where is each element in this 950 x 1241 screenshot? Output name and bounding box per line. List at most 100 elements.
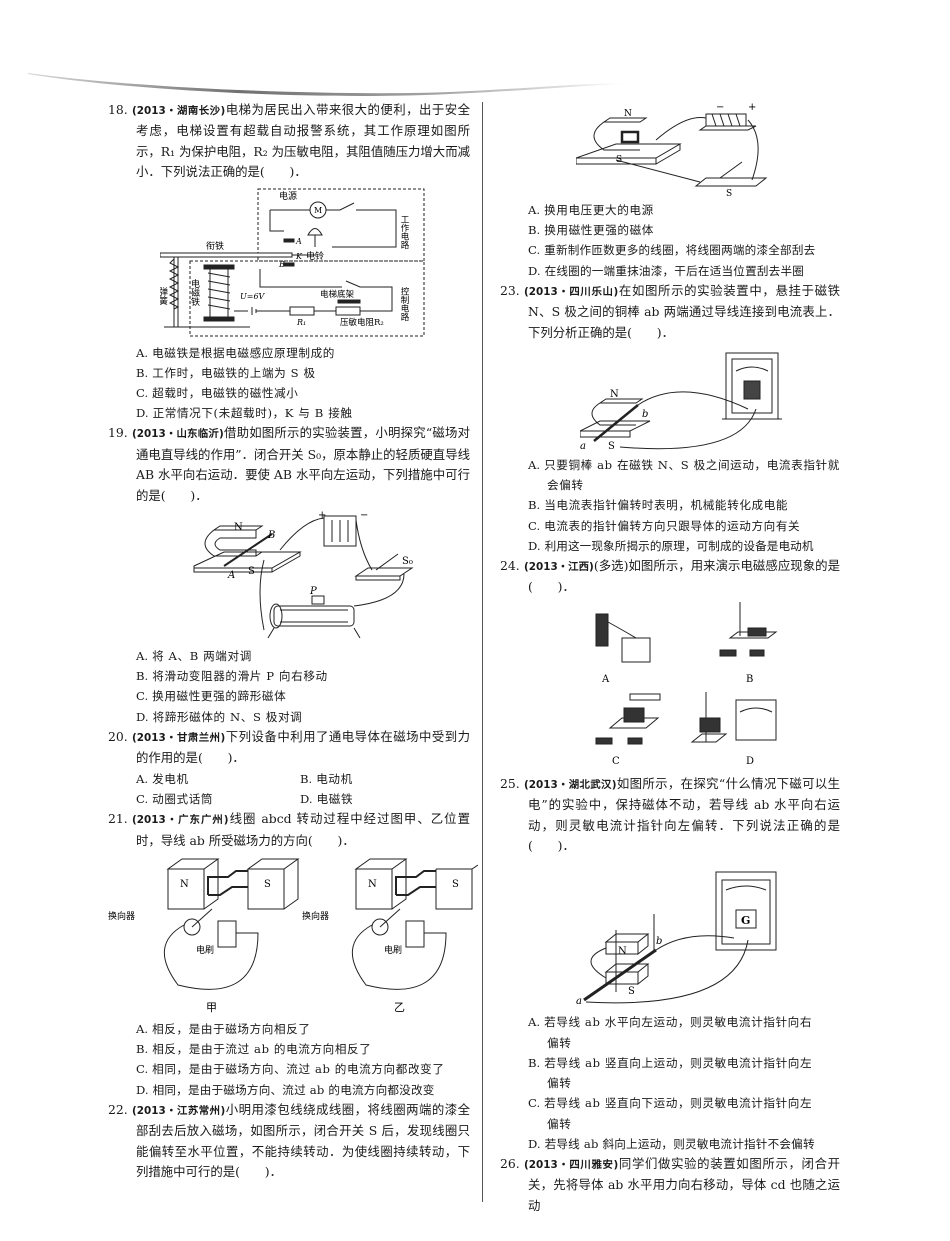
svg-text:N: N [368,879,377,890]
question-stem: 电梯为居民出入带来很大的便利，出于安全考虑，电梯设置有超载自动报警系统，其工作原… [136,102,471,180]
figure-galvanometer-setup: N S a b G [576,860,796,1008]
left-column: 18.(2013・湖南长沙)电梯为居民出入带来很大的便利，出于安全考虑，电梯设置… [108,100,479,1183]
question-source: (2013・四川乐山) [524,285,619,298]
svg-text:电铃: 电铃 [306,250,324,262]
svg-text:弹簧: 弹簧 [160,286,168,306]
question-number: 24. [500,558,520,574]
question-number: 25. [500,775,520,791]
question-number: 20. [108,728,128,744]
svg-text:N: N [618,946,627,957]
question-source: (2013・江西) [524,561,594,574]
option-d: D.相同，是由于磁场方向、流过 ab 的电流方向都没改变 [136,1082,435,1097]
galvanometer-apparatus-icon: N S a b G [576,871,777,1007]
question-number: 22. [108,1101,128,1117]
svg-text:甲: 甲 [206,1001,217,1014]
option-c-continued: 偏转 [547,1116,572,1131]
question-source: (2013・甘肃兰州) [132,731,226,744]
option-b-continued: 偏转 [547,1076,572,1091]
svg-text:A: A [295,237,302,246]
option-a: A.只要铜棒 ab 在磁铁 N、S 极之间运动，电流表指针就 [528,458,840,473]
option-a: A.将 A、B 两端对调 [136,649,252,664]
question-23: 23. (2013・四川乐山)在如图所示的实验装置中，悬挂于磁铁 N、S 极之间的… [500,281,840,343]
option-b: B.相反，是由于流过 ab 的电流方向相反了 [136,1042,372,1057]
svg-text:R₁: R₁ [296,318,306,327]
figure-wire-in-magnetic-field: N S A B + − S₀ P [184,510,424,642]
svg-text:b: b [642,409,648,420]
question-source: (2013・广东广州) [132,814,229,827]
svg-text:换向器: 换向器 [302,910,329,922]
svg-text:电刷: 电刷 [196,944,214,956]
question-stem: 线圈 abcd 转动过程中经过图甲、乙位置时，导线 ab 所受磁场力的方向( )… [136,811,470,848]
svg-text:+: + [318,510,326,521]
svg-text:−: − [716,102,724,113]
option-d: D.将蹄形磁体的 N、S 极对调 [136,709,303,724]
svg-text:N: N [624,109,632,119]
svg-text:S: S [248,566,255,577]
question-22: 22. (2013・江苏常州)小明用漆包线绕成线圈，将线圈两端的漆全部刮去后放入磁… [108,1100,470,1183]
svg-text:N: N [234,522,243,533]
option-d: D.若导线 ab 斜向上运动，则灵敏电流计指针不会偏转 [528,1136,815,1151]
svg-text:M: M [314,206,322,215]
question-source: (2013・江苏常州) [132,1104,226,1117]
apparatus-diagram-icon: N S A B + − S₀ P [193,510,414,639]
setup-a [595,613,651,663]
svg-text:b: b [656,936,662,947]
svg-text:电磁铁: 电磁铁 [189,278,200,307]
question-stem: 小明用漆包线绕成线圈，将线圈两端的漆全部刮去后放入磁场，如图所示，闭合开关 S … [136,1101,471,1179]
svg-text:S: S [726,189,732,196]
option-b: B.工作时，电磁铁的上端为 S 极 [136,365,316,380]
motor-diagram-icon: N S 换向器 电刷 甲 N S 换向器 电刷 乙 [108,858,479,1014]
option-c: C.换用磁性更强的蹄形磁体 [136,689,287,704]
option-b: B.当电流表指针偏转时表明，机械能转化成电能 [528,498,789,513]
svg-text:S: S [452,879,459,890]
option-a: A.换用电压更大的电源 [528,203,654,217]
svg-text:S: S [616,155,622,165]
question-source: (2013・山东临沂) [132,428,224,441]
svg-text:a: a [576,996,582,1007]
option-d: D.在线圈的一端重抹油漆，干后在适当位置刮去半圈 [528,263,805,278]
figure-induction-setups: A B C D [576,601,796,770]
figure-motor-coil-positions: N S 换向器 电刷 甲 N S 换向器 电刷 乙 [108,855,479,1015]
setup-c [595,693,661,745]
option-d: D.正常情况下(未超载时)，K 与 B 接触 [136,406,353,421]
question-20: 20. (2013・甘肃兰州)下列设备中利用了通电导体在磁场中受到力的作用的是( … [108,727,470,769]
question-25: 25.(2013・湖北武汉)如图所示，在探究“什么情况下磁可以生电”的实验中，保… [500,774,840,857]
question-number: 23. [500,282,520,298]
question-stem: 在如图所示的实验装置中，悬挂于磁铁 N、S 极之间的铜棒 ab 两端通过导线连接… [528,282,840,340]
question-source: (2013・湖南长沙) [132,105,226,117]
svg-text:衔铁: 衔铁 [206,240,224,252]
question-19: 19.(2013・山东临沂)借助如图所示的实验装置，小明探究“磁场对通电直导线的… [108,423,470,506]
question-source: (2013・四川雅安) [524,1158,619,1171]
svg-text:U=6V: U=6V [240,292,266,301]
options-row: A.发电机 B.电动机 [108,769,470,789]
question-stem: 下列设备中利用了通电导体在磁场中受到力的作用的是( )． [136,728,471,766]
svg-text:C: C [612,756,620,767]
question-26: 26.(2013・四川雅安)同学们做实验的装置如图所示，闭合开关，先将导体 ab… [500,1154,840,1216]
svg-text:换向器: 换向器 [108,910,135,922]
coil-apparatus-icon: N S − + S [575,102,768,199]
option-b: B.将滑动变阻器的滑片 P 向右移动 [136,669,328,684]
svg-text:a: a [580,441,586,451]
svg-text:电梯底架: 电梯底架 [320,289,355,300]
option-a-continued: 偏转 [547,1035,572,1050]
setup-d [690,691,777,743]
option-c: C.超载时，电磁铁的磁性减小 [136,386,299,401]
svg-text:S₀: S₀ [402,556,413,567]
svg-text:K: K [295,252,303,261]
svg-text:G: G [741,914,750,927]
option-b: B.换用磁性更强的磁体 [528,223,654,238]
option-a: A.相反，是由于磁场方向相反了 [136,1021,311,1036]
option-c: C.若导线 ab 竖直向下运动，则灵敏电流计指针向左 [528,1096,813,1111]
svg-text:D: D [746,756,754,767]
figure-coil-in-magnet: N S − + S [575,100,796,199]
svg-text:A: A [227,570,235,581]
column-divider [482,102,483,1202]
option-a: A.发电机 [136,771,189,786]
circuit-diagram-icon: 电源 M 工作电路 衔铁 A K B 电铃 弹簧 电磁铁 U=6V 电梯底架 R… [157,188,425,337]
option-c: C.电流表的指针偏转方向只跟导体的运动方向有关 [528,518,801,533]
svg-text:P: P [309,586,317,597]
question-number: 26. [500,1155,520,1171]
question-18: 18.(2013・湖南长沙)电梯为居民出入带来很大的便利，出于安全考虑，电梯设置… [108,100,470,183]
option-b: B.若导线 ab 竖直向上运动，则灵敏电流计指针向左 [528,1055,813,1070]
option-d: D.利用这一现象所揭示的原理，可制成的设备是电动机 [528,538,814,553]
